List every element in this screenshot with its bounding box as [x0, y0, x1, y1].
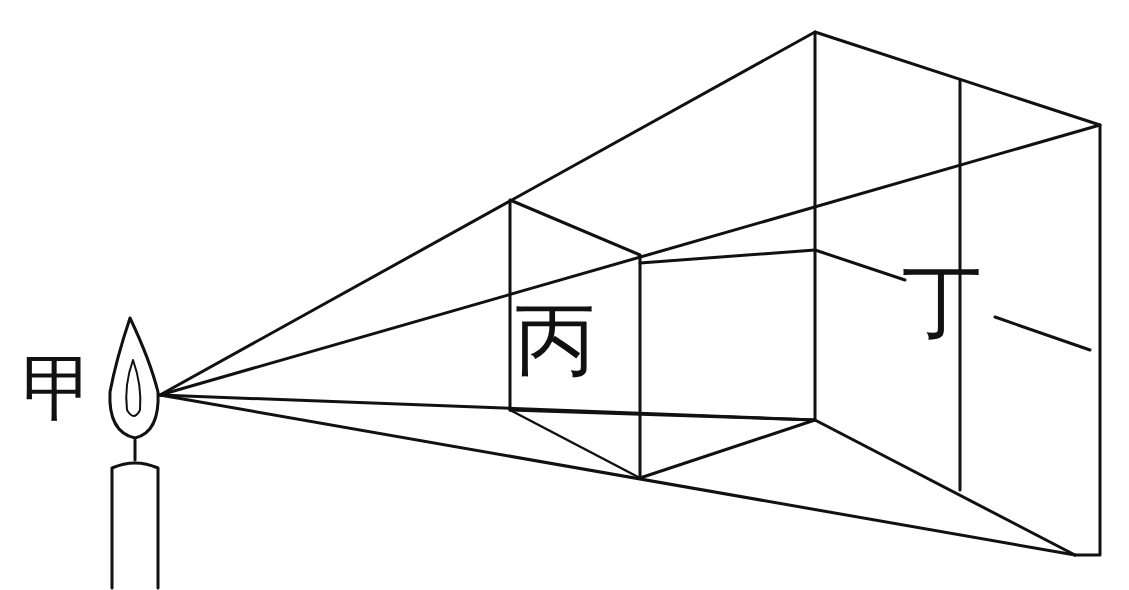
- candle-body: [112, 463, 158, 588]
- guide-line: [640, 420, 815, 478]
- large-square-label: 丁: [902, 262, 982, 342]
- guide-line: [995, 317, 1090, 350]
- candle-wick: [134, 440, 137, 460]
- flame-core: [126, 360, 140, 416]
- guide-line: [815, 250, 905, 280]
- candle-flame: [110, 318, 158, 438]
- small-square-label: 丙: [515, 300, 595, 380]
- large-square: [815, 32, 1100, 555]
- small-square: [510, 200, 640, 478]
- light-ray: [160, 32, 815, 395]
- candle-label: 甲: [22, 352, 94, 424]
- small-square: [510, 410, 640, 478]
- light-ray: [160, 395, 1075, 555]
- guide-line: [640, 250, 815, 263]
- guide-line: [815, 420, 1075, 555]
- guide-line: [510, 410, 815, 420]
- light-ray: [160, 395, 815, 420]
